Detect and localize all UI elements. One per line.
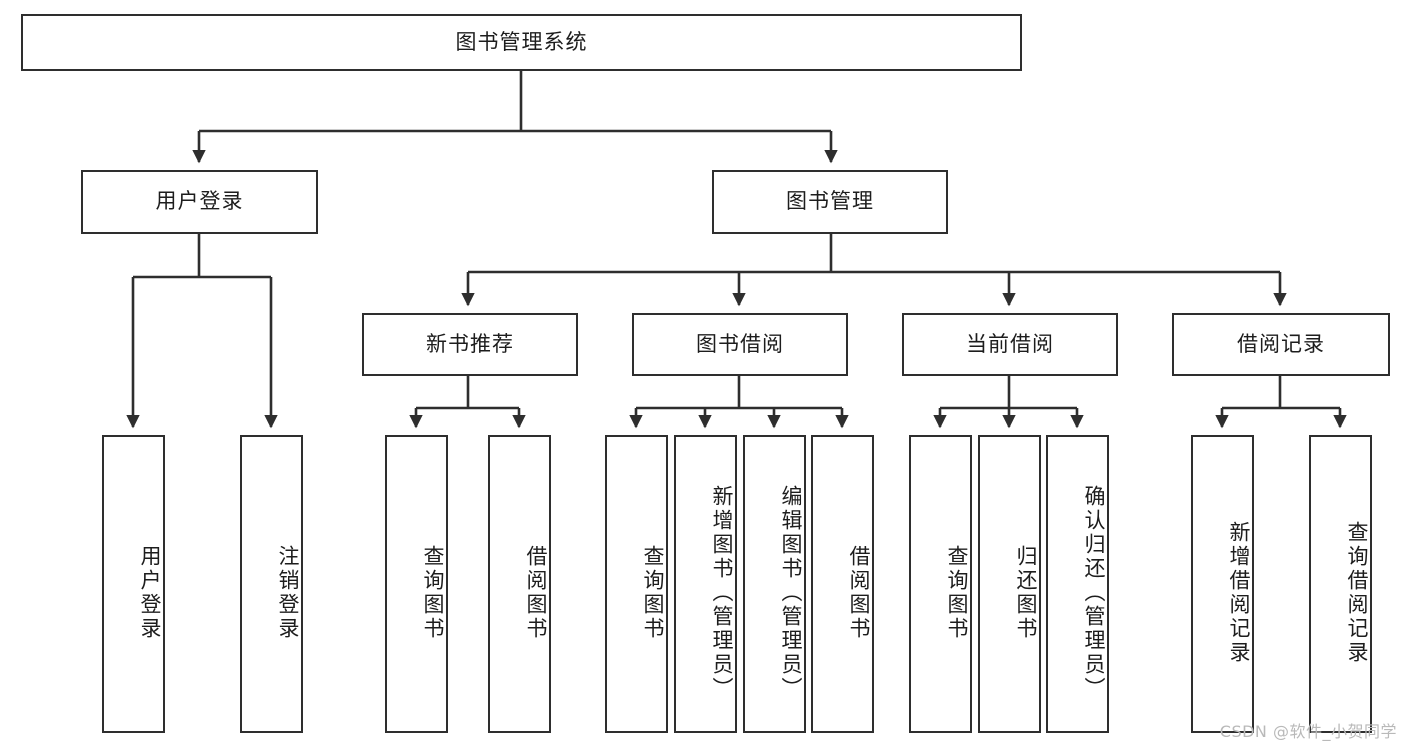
leaf-return-book-label: 归还图书 bbox=[1014, 545, 1038, 641]
csdn-watermark: CSDN @软件_小贺同学 bbox=[1219, 722, 1397, 741]
leaf-add-record-label: 新增借阅记录 bbox=[1227, 521, 1251, 665]
leaf-borrow-book-2[interactable]: 借阅图书 bbox=[811, 435, 874, 733]
leaf-query-book-2[interactable]: 查询图书 bbox=[605, 435, 668, 733]
node-user-login-label: 用户登录 bbox=[155, 189, 244, 214]
leaf-user-login-label: 用户登录 bbox=[138, 545, 162, 641]
leaf-user-logout-label: 注销登录 bbox=[276, 545, 300, 641]
leaf-add-book-label: 新增图书（管理员） bbox=[710, 485, 734, 701]
node-borrow-record-label: 借阅记录 bbox=[1237, 331, 1325, 356]
leaf-edit-book[interactable]: 编辑图书（管理员） bbox=[743, 435, 806, 733]
leaf-query-book-3[interactable]: 查询图书 bbox=[909, 435, 972, 733]
leaf-query-record[interactable]: 查询借阅记录 bbox=[1309, 435, 1372, 733]
leaf-edit-book-label: 编辑图书（管理员） bbox=[779, 485, 803, 701]
leaf-return-book[interactable]: 归还图书 bbox=[978, 435, 1041, 733]
node-root-label: 图书管理系统 bbox=[455, 29, 588, 54]
leaf-user-login[interactable]: 用户登录 bbox=[102, 435, 165, 733]
node-root[interactable]: 图书管理系统 bbox=[21, 14, 1022, 71]
leaf-query-book-3-label: 查询图书 bbox=[945, 545, 969, 641]
node-book-borrow[interactable]: 图书借阅 bbox=[632, 313, 848, 376]
leaf-add-record[interactable]: 新增借阅记录 bbox=[1191, 435, 1254, 733]
node-book-borrow-label: 图书借阅 bbox=[696, 331, 784, 356]
node-new-book-recommend-label: 新书推荐 bbox=[426, 331, 514, 356]
leaf-confirm-return-label: 确认归还（管理员） bbox=[1082, 485, 1106, 701]
leaf-query-book-1[interactable]: 查询图书 bbox=[385, 435, 448, 733]
node-new-book-recommend[interactable]: 新书推荐 bbox=[362, 313, 578, 376]
leaf-borrow-book-1-label: 借阅图书 bbox=[524, 545, 548, 641]
leaf-confirm-return[interactable]: 确认归还（管理员） bbox=[1046, 435, 1109, 733]
leaf-query-book-2-label: 查询图书 bbox=[641, 545, 665, 641]
leaf-borrow-book-1[interactable]: 借阅图书 bbox=[488, 435, 551, 733]
node-user-login[interactable]: 用户登录 bbox=[81, 170, 318, 234]
leaf-user-logout[interactable]: 注销登录 bbox=[240, 435, 303, 733]
leaf-query-book-1-label: 查询图书 bbox=[421, 545, 445, 641]
leaf-add-book[interactable]: 新增图书（管理员） bbox=[674, 435, 737, 733]
node-current-borrow-label: 当前借阅 bbox=[966, 331, 1054, 356]
leaf-borrow-book-2-label: 借阅图书 bbox=[847, 545, 871, 641]
node-book-manage[interactable]: 图书管理 bbox=[712, 170, 948, 234]
leaf-query-record-label: 查询借阅记录 bbox=[1345, 521, 1369, 665]
node-borrow-record[interactable]: 借阅记录 bbox=[1172, 313, 1390, 376]
node-current-borrow[interactable]: 当前借阅 bbox=[902, 313, 1118, 376]
node-book-manage-label: 图书管理 bbox=[786, 189, 874, 214]
